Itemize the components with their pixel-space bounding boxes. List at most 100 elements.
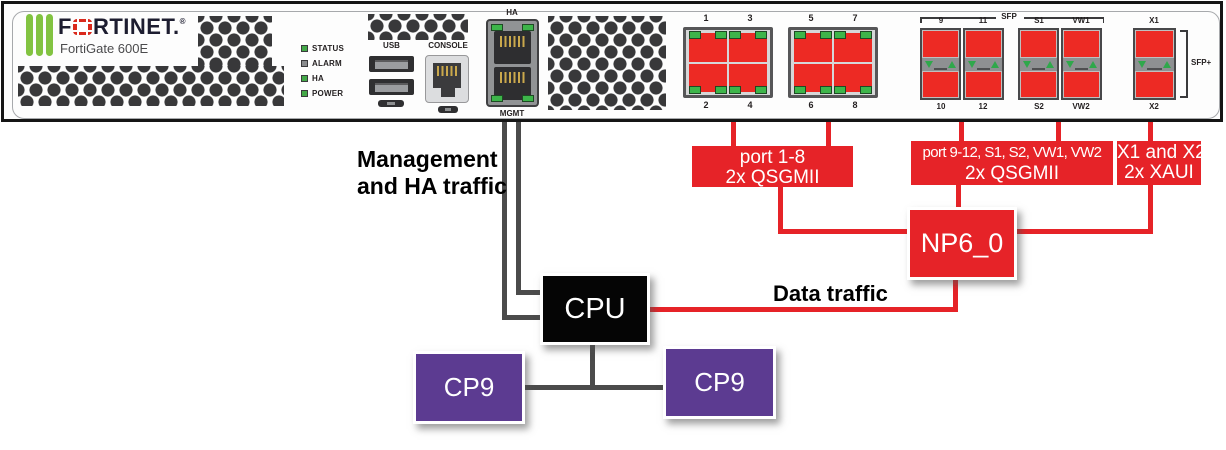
sfpp-bracket-tick bbox=[1180, 30, 1187, 32]
arrow-down-icon bbox=[1023, 60, 1031, 68]
arrow-down-icon bbox=[968, 60, 976, 68]
sfpp-cage-x1-x2 bbox=[1133, 28, 1176, 100]
rj45-port-2 bbox=[689, 63, 727, 94]
sfp-latch bbox=[1063, 57, 1100, 71]
status-led-icon bbox=[301, 45, 308, 52]
sfpp-bracket-line bbox=[1186, 30, 1188, 98]
ha-led-icon bbox=[301, 75, 308, 82]
ports18-np6-line bbox=[778, 229, 909, 234]
power-led-icon bbox=[301, 90, 308, 97]
alarm-led-icon bbox=[301, 60, 308, 67]
ha-mgmt-port-block bbox=[486, 19, 539, 107]
arrow-up-icon bbox=[1089, 60, 1097, 68]
ports912-box: port 9-12, S1, S2, VW1, VW2 2x QSGMII bbox=[911, 141, 1113, 185]
sfp-bracket-line bbox=[920, 17, 996, 19]
console-port bbox=[425, 55, 469, 103]
port-led-icon bbox=[522, 24, 534, 31]
port-led-icon bbox=[491, 95, 503, 102]
port-number: 5 bbox=[808, 13, 814, 23]
rj45-port-1 bbox=[689, 31, 727, 62]
x1x2-box: X1 and X2 2x XAUI bbox=[1117, 141, 1206, 185]
port-led-icon bbox=[491, 24, 503, 31]
led-alarm: ALARM bbox=[301, 59, 342, 68]
model-name: FortiGate 600E bbox=[60, 41, 149, 56]
sfp-slot bbox=[1021, 71, 1056, 97]
arrow-down-icon bbox=[1138, 60, 1146, 68]
sfpp-line bbox=[1148, 122, 1153, 142]
sfp-port-label: 11 bbox=[978, 16, 988, 25]
sfp-latch bbox=[1135, 57, 1174, 71]
sfp-slot bbox=[923, 31, 958, 57]
cp9-right-box: CP9 bbox=[663, 346, 776, 419]
brand-text: F bbox=[58, 14, 72, 39]
cpu-box: CPU bbox=[540, 273, 650, 345]
ports912-np6-line bbox=[956, 185, 961, 209]
cp9-line bbox=[523, 385, 665, 390]
np6-cpu-line bbox=[648, 307, 958, 312]
mgmt-traffic-label: Management and HA traffic bbox=[357, 146, 507, 199]
sfp-port-label: 9 bbox=[938, 16, 944, 25]
sfp-slot bbox=[1136, 71, 1173, 97]
sfp-slot bbox=[1064, 71, 1099, 97]
cp9-left-box: CP9 bbox=[413, 351, 525, 424]
sfp-slot bbox=[966, 71, 1001, 97]
sfp-port-label: VW1 bbox=[1072, 16, 1090, 25]
ha-line bbox=[516, 290, 542, 295]
port-number: 6 bbox=[808, 100, 814, 110]
ha-port bbox=[494, 31, 531, 64]
port-number: 2 bbox=[703, 100, 709, 110]
sfp-cage-11-12 bbox=[963, 28, 1004, 100]
port-line bbox=[731, 122, 736, 147]
sfp-group-label: SFP bbox=[1001, 12, 1017, 21]
usb-indicator bbox=[378, 100, 404, 107]
led-power: POWER bbox=[301, 89, 343, 98]
port-led-icon bbox=[522, 95, 534, 102]
port-number: 8 bbox=[852, 100, 858, 110]
sfpp-bracket-tick bbox=[1180, 96, 1187, 98]
panel-inner-outline bbox=[12, 11, 1220, 119]
sfp-latch bbox=[1020, 57, 1057, 71]
arrow-up-icon bbox=[1046, 60, 1054, 68]
port-number: 4 bbox=[747, 100, 753, 110]
ha-line bbox=[516, 122, 521, 295]
sfp-slot bbox=[966, 31, 1001, 57]
console-indicator bbox=[438, 106, 458, 113]
sfp-port-label: 12 bbox=[978, 102, 988, 111]
rj45-port-5 bbox=[794, 31, 832, 62]
mgmt-port-label: MGMT bbox=[499, 109, 525, 118]
ports18-np6-line bbox=[778, 187, 783, 234]
led-ha: HA bbox=[301, 74, 324, 83]
arrow-up-icon bbox=[948, 60, 956, 68]
rj45-port-block-1-4 bbox=[683, 27, 773, 98]
sfp-port-label: VW2 bbox=[1072, 102, 1090, 111]
np6-cpu-line bbox=[953, 280, 958, 312]
arrow-down-icon bbox=[925, 60, 933, 68]
rj45-port-3 bbox=[729, 31, 767, 62]
sfp-bracket-tick bbox=[1102, 17, 1104, 23]
vent-holes bbox=[198, 16, 272, 69]
port-number: 1 bbox=[703, 13, 709, 23]
sfpp-port-label: X2 bbox=[1149, 102, 1159, 111]
mgmt-port bbox=[494, 67, 531, 100]
sfp-port-label: 10 bbox=[936, 102, 946, 111]
sfp-cage-vw1-vw2 bbox=[1061, 28, 1102, 100]
ports18-box: port 1-8 2x QSGMII bbox=[692, 146, 853, 187]
vent-holes bbox=[368, 14, 468, 40]
logo-bar-icon bbox=[46, 14, 53, 56]
rj45-port-7 bbox=[834, 31, 872, 62]
sfp-slot bbox=[1064, 31, 1099, 57]
rj45-port-block-5-8 bbox=[788, 27, 878, 98]
registered-mark: ® bbox=[179, 17, 186, 26]
console-jack-notch bbox=[441, 88, 455, 97]
fortinet-o-icon bbox=[72, 19, 92, 35]
sfp-latch bbox=[922, 57, 959, 71]
np6-box: NP6_0 bbox=[907, 207, 1017, 280]
arrow-down-icon bbox=[1066, 60, 1074, 68]
sfp-latch bbox=[965, 57, 1002, 71]
sfp-cage-s1-s2 bbox=[1018, 28, 1059, 100]
brand-dot: . bbox=[172, 14, 180, 39]
sfp-slot bbox=[1021, 31, 1056, 57]
arrow-up-icon bbox=[991, 60, 999, 68]
